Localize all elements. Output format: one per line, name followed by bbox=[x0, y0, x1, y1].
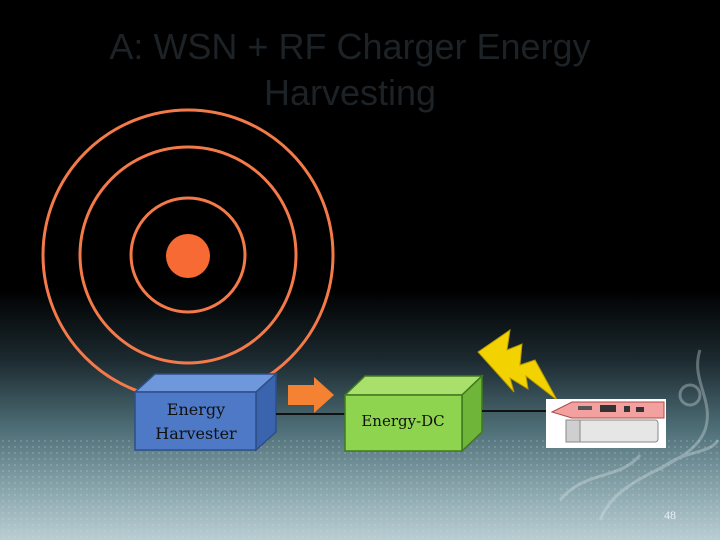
energy-harvester-label: Energy Harvester bbox=[155, 400, 237, 443]
rf-wave-inner bbox=[129, 196, 247, 314]
energy-dc-box bbox=[343, 374, 484, 453]
slide-title: A: WSN + RF Charger Energy Harvesting bbox=[109, 26, 591, 113]
energy-dc-label: Energy-DC bbox=[361, 412, 445, 430]
page-number: 48 bbox=[664, 508, 676, 522]
dragon-decoration bbox=[558, 349, 720, 521]
background-pattern bbox=[0, 440, 720, 540]
lightning-bolt-icon bbox=[477, 328, 558, 401]
rf-wave-middle bbox=[78, 145, 298, 365]
energy-harvester-box bbox=[133, 372, 278, 452]
rf-source-icon bbox=[166, 234, 210, 278]
sensor-node-icon bbox=[546, 399, 666, 448]
right-arrow-icon bbox=[288, 377, 334, 413]
